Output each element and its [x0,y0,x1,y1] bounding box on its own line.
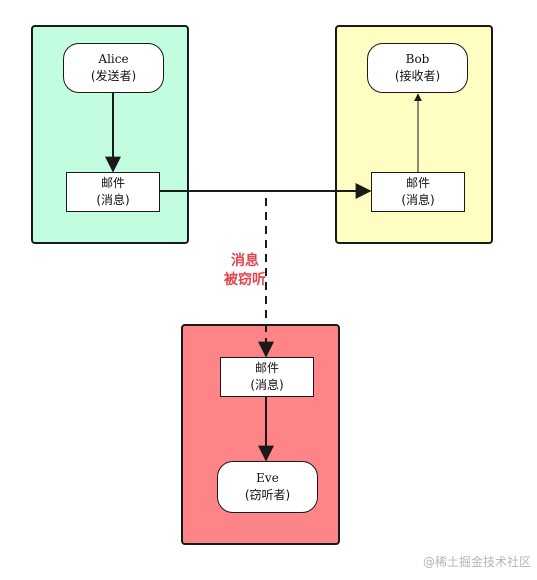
watermark: @稀土掘金技术社区 [422,555,531,569]
receiver-message-title: 邮件 [405,176,430,190]
sender-message-box: 邮件 (消息) [66,172,160,212]
eavesdrop-note-line2: 被窃听 [224,272,266,288]
eavesdropper-message-title: 邮件 [254,361,279,375]
sender-name: Alice [98,52,129,66]
receiver-node: Bob (接收者) [367,43,468,93]
eavesdrop-note-line1: 消息 [231,253,259,269]
eavesdropper-name: Eve [256,471,279,485]
sender-message-subtitle: (消息) [96,193,130,207]
sender-node: Alice (发送者) [63,43,164,93]
eavesdropper-node: Eve (窃听者) [217,461,318,513]
sender-message-title: 邮件 [100,176,125,190]
sender-role: (发送者) [90,69,137,83]
receiver-role: (接收者) [394,69,441,83]
eavesdrop-note: 消息 被窃听 [214,252,276,290]
eavesdropper-message-subtitle: (消息) [250,378,284,392]
receiver-message-subtitle: (消息) [401,193,435,207]
eavesdropper-role: (窃听者) [244,488,291,502]
receiver-name: Bob [405,52,430,66]
receiver-message-box: 邮件 (消息) [371,172,465,212]
